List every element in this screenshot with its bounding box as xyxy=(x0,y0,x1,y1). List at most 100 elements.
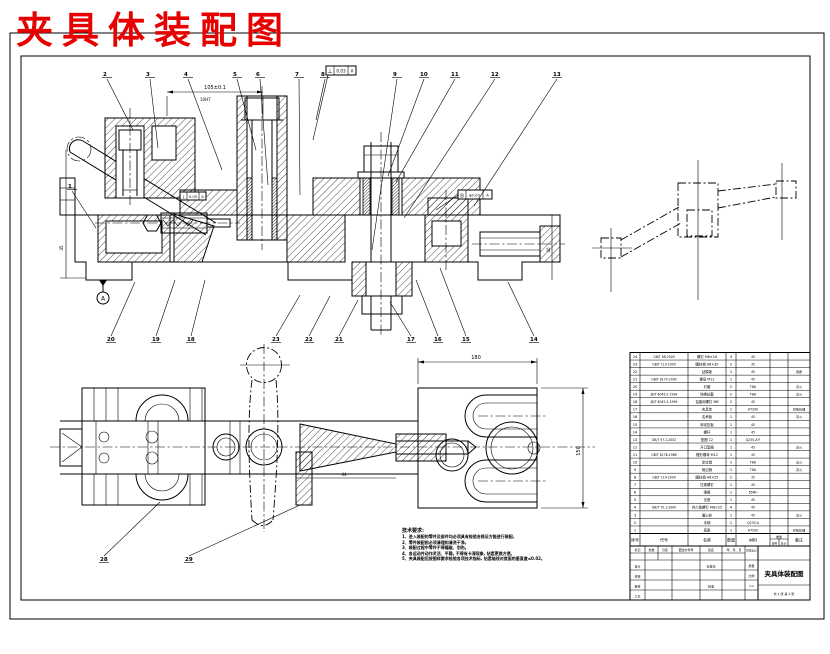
svg-text:重量: 重量 xyxy=(776,534,782,539)
svg-text:单件: 单件 xyxy=(772,542,778,546)
svg-text:1:1: 1:1 xyxy=(749,584,754,588)
balloon-12: 12 xyxy=(403,72,500,219)
balloon-number: 7 xyxy=(295,72,299,78)
bom-cell: Q235-A·F xyxy=(746,438,761,442)
bom-cell: 1 xyxy=(730,423,732,427)
border-frame xyxy=(9,32,825,620)
svg-text:更改文件号: 更改文件号 xyxy=(678,547,693,552)
bom-cell: 45 xyxy=(751,378,755,382)
technical-notes: 技术要求: 1、进入装配的零件及部件均必须具有检验合格证方能进行装配。 2、零件… xyxy=(402,528,582,562)
bom-cell: 定位销 xyxy=(702,459,713,464)
bom-cell: 夹具体 xyxy=(702,407,713,412)
bom-cell: 削边销 xyxy=(702,467,713,472)
balloon-10: 10 xyxy=(387,72,429,177)
bom-cell: 淬火 xyxy=(796,467,802,472)
bom-cell: 2 xyxy=(634,521,636,525)
bom-cell: 2 xyxy=(730,362,732,366)
bom-cell: 45 xyxy=(751,415,755,419)
bom-cell: 1 xyxy=(730,528,732,532)
bom-cell: 1 xyxy=(730,438,732,442)
bom-cell: 调质 xyxy=(796,369,802,374)
bom-cell: 14 xyxy=(633,430,638,434)
bom-cell: 1 xyxy=(730,453,732,457)
svg-text:44: 44 xyxy=(341,472,347,477)
balloon-13: 13 xyxy=(473,72,562,207)
svg-text:比例: 比例 xyxy=(748,573,754,578)
svg-text:名称: 名称 xyxy=(703,537,711,543)
bom-cell: 4 xyxy=(634,506,637,510)
balloon-21: 21 xyxy=(334,299,359,343)
svg-text:校核: 校核 xyxy=(634,574,640,579)
bom-cell: 45 xyxy=(751,430,755,434)
balloon-1: 1 xyxy=(67,184,97,229)
bom-cell: 21 xyxy=(633,378,638,382)
bom-cell: 2 xyxy=(730,476,732,480)
bom-cell: 支座 xyxy=(704,497,711,502)
bom-cell: 钻套用螺钉 M8 xyxy=(695,399,718,404)
note-item: 3、装配过程中零件不得磕碰、划伤。 xyxy=(402,545,469,551)
balloon-number: 2 xyxy=(103,72,107,78)
bom-cell: T8A xyxy=(749,385,757,389)
balloon-22: 22 xyxy=(304,295,331,343)
comb-slots xyxy=(93,388,203,505)
bom-cell: 45 xyxy=(751,370,755,374)
balloon-3: 3 xyxy=(145,72,159,149)
fcf-2: ⊥ 0.05 A xyxy=(179,191,207,201)
bom-cell: 螺母 M12 xyxy=(699,377,714,382)
title-block-drawing-name: 夹具体装配图 xyxy=(765,569,805,578)
bom-cell: 16 xyxy=(633,415,638,419)
plan-view: 44 xyxy=(50,344,595,532)
balloon-number: 23 xyxy=(272,337,280,343)
bom-cell: 1 xyxy=(730,430,732,434)
bom-cell: 1 xyxy=(730,498,732,502)
balloon-number: 28 xyxy=(100,557,108,563)
u-slot-bottom xyxy=(464,459,548,503)
balloon-number: 12 xyxy=(491,72,499,78)
bom-cell: GB/T 119-2000 xyxy=(652,476,675,480)
svg-text:阶段标记: 阶段标记 xyxy=(746,549,757,553)
balloon-17: 17 xyxy=(389,301,416,343)
bom-cell: 钻模板 xyxy=(702,369,713,374)
bom-cell: GB/T 70.1-2000 xyxy=(652,506,676,510)
notes-title: 技术要求: xyxy=(402,528,424,534)
bom-cell: 2 xyxy=(730,385,732,389)
note-item: 1、进入装配的零件及部件均必须具有检验合格证方能进行装配。 xyxy=(402,534,517,539)
balloon-8: 8 xyxy=(315,72,330,121)
bom-cell: 开口垫圈 xyxy=(700,444,714,449)
bom-cell: 底座 xyxy=(704,527,711,532)
balloon-number: 5 xyxy=(233,72,237,78)
balloon-number: 17 xyxy=(407,337,415,343)
bom-cell: 1 xyxy=(730,483,732,487)
svg-text:总计: 总计 xyxy=(781,542,787,546)
svg-text:批准: 批准 xyxy=(708,584,714,589)
bom-cell: 12 xyxy=(633,445,638,449)
bom-cell: 1 xyxy=(730,370,732,374)
svg-text:φ0.03: φ0.03 xyxy=(469,193,481,198)
bom-cell: 19 xyxy=(633,393,638,397)
svg-text:备注: 备注 xyxy=(795,537,803,543)
title-block: 标记 处数 分区 更改文件号 签名 年、月、日 设计 校核 审核 工艺 标准化 … xyxy=(630,546,810,600)
balloon-number: 14 xyxy=(530,337,538,343)
balloon-number: 18 xyxy=(187,337,195,343)
page-title: 夹具体装配图 xyxy=(16,8,292,52)
svg-text:A: A xyxy=(486,193,489,198)
bom-cell: 偏心轮 xyxy=(702,512,713,517)
svg-text:标准化: 标准化 xyxy=(706,564,715,569)
bom-cell: 螺杆 xyxy=(704,429,711,434)
bom-cell: 1 xyxy=(730,513,732,517)
svg-text:105±0.1: 105±0.1 xyxy=(204,85,226,91)
hole-label: 10H7 xyxy=(200,97,211,102)
svg-text:审核: 审核 xyxy=(634,584,640,589)
bom-cell: 淬火 xyxy=(796,392,802,397)
